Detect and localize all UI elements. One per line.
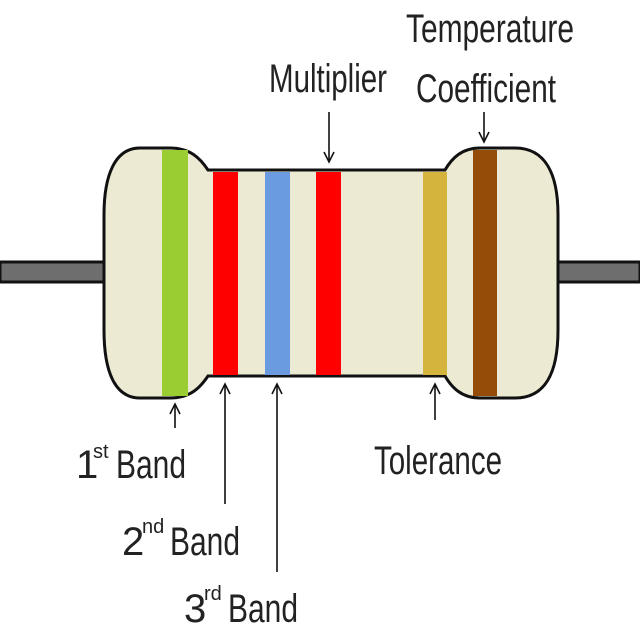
band3-label: 3 rd Band xyxy=(184,583,298,631)
band-temperature-brown xyxy=(473,150,497,396)
band3-label-suffix: rd xyxy=(204,583,222,605)
band1-label: 1 st Band xyxy=(76,441,186,487)
band-1-green xyxy=(162,150,188,396)
band1-label-word: Band xyxy=(116,443,186,487)
band2-label-number: 2 xyxy=(122,520,144,564)
band-2-red xyxy=(213,172,238,375)
tolerance-arrowhead xyxy=(429,382,441,395)
band3-label-word: Band xyxy=(228,587,298,631)
band2-label-word: Band xyxy=(170,520,240,564)
temperature-arrowhead xyxy=(478,131,490,144)
band-3-blue xyxy=(265,172,290,375)
band-multiplier-red xyxy=(316,172,341,375)
temperature-label-line2: Coefficient xyxy=(416,67,556,111)
band2-label: 2 nd Band xyxy=(122,516,240,564)
band1-label-number: 1 xyxy=(76,443,98,487)
temperature-label-line1: Temperature xyxy=(406,7,574,51)
band2-arrowhead xyxy=(219,382,231,395)
band1-label-suffix: st xyxy=(93,441,109,463)
band2-label-suffix: nd xyxy=(142,516,164,538)
band3-label-number: 3 xyxy=(184,587,206,631)
tolerance-label: Tolerance xyxy=(374,439,502,483)
band1-arrowhead xyxy=(169,402,181,415)
left-lead-wire xyxy=(0,260,106,284)
band-tolerance-gold xyxy=(423,172,447,375)
right-lead-wire xyxy=(554,260,640,284)
band3-arrowhead xyxy=(271,382,283,395)
multiplier-label: Multiplier xyxy=(269,57,387,101)
multiplier-arrowhead xyxy=(323,151,335,164)
